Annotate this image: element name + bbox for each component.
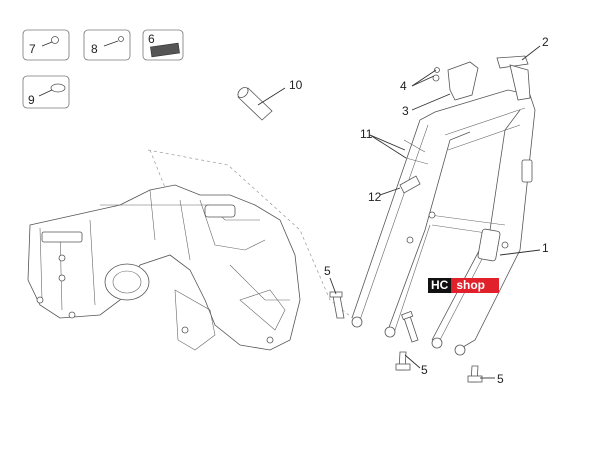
part-box-6: 6 [142, 29, 184, 61]
callout-11: 11 [360, 127, 373, 141]
callout-12: 12 [368, 190, 382, 204]
part-box-7: 7 [22, 29, 70, 61]
callout-1: 1 [542, 241, 549, 255]
callout-8: 8 [91, 42, 98, 56]
part-box-9: 9 [22, 75, 70, 109]
callout-10: 10 [289, 78, 303, 92]
callout-4: 4 [400, 79, 407, 93]
callout-2: 2 [542, 35, 549, 49]
rear-subframe [351, 55, 536, 356]
callout-7: 7 [29, 42, 36, 56]
main-frame [27, 149, 356, 351]
callout-6: 6 [148, 32, 155, 46]
leader-lines [329, 45, 541, 379]
callout-5-c: 5 [497, 372, 504, 386]
callout-9: 9 [28, 93, 35, 107]
bolts [329, 291, 483, 383]
part-box-8: 8 [83, 29, 131, 61]
callout-3: 3 [402, 104, 409, 118]
callout-5-b: 5 [421, 363, 428, 377]
tube-part-10: 10 [237, 78, 303, 121]
watermark-right: shop [451, 278, 500, 293]
watermark-left: HC [428, 278, 452, 293]
watermark-badge: HC shop [428, 278, 500, 293]
callout-5-a: 5 [324, 264, 331, 278]
